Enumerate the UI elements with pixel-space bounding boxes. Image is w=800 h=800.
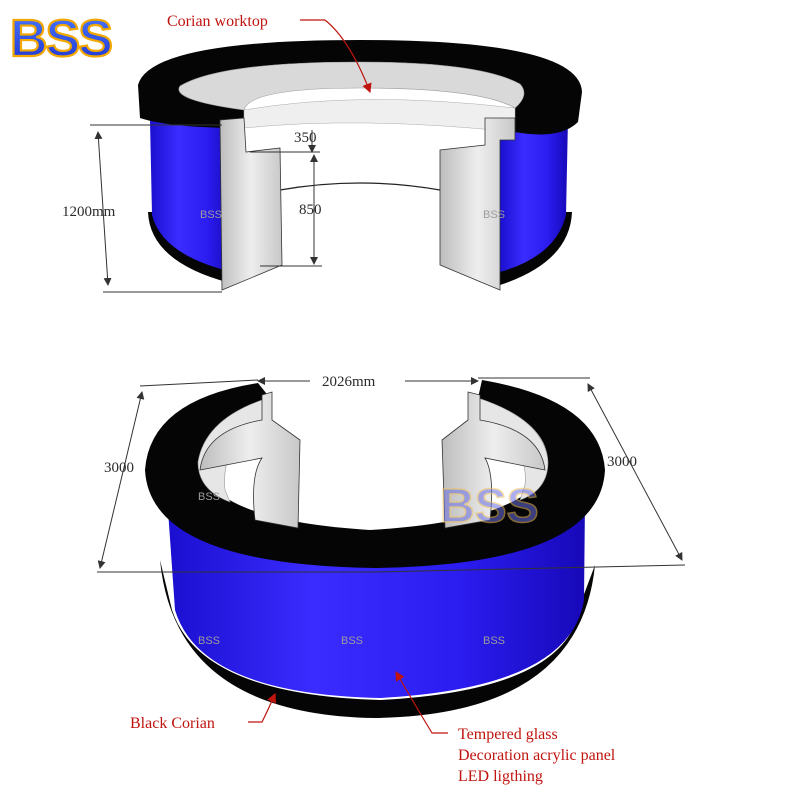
dim-line-1200	[94, 131, 112, 286]
watermark-text: BSS	[483, 209, 505, 221]
bss-logo: BSS	[9, 9, 114, 64]
dim-label-3000-left: 3000	[104, 460, 134, 476]
top-glass-panel-right	[500, 118, 568, 272]
watermark-text: BSS	[341, 635, 363, 647]
top-worktop-ring	[138, 40, 582, 135]
watermark-text: BSS	[200, 209, 222, 221]
bottom-dimensions	[97, 377, 686, 573]
dim-line-3000-left	[97, 391, 145, 569]
label-tempered-glass: Tempered glass	[458, 726, 558, 743]
label-led-lighting: LED ligthing	[458, 768, 543, 785]
dim-label-1200mm: 1200mm	[62, 204, 116, 220]
callout-arrow-panel	[395, 670, 448, 734]
label-corian-worktop: Corian worktop	[167, 13, 268, 30]
svg-text:BSS: BSS	[440, 480, 539, 533]
label-acrylic-panel: Decoration acrylic panel	[458, 747, 616, 764]
watermark-text: BSS	[483, 635, 505, 647]
bottom-end-cap-right	[441, 391, 546, 529]
top-inner-wall	[243, 99, 516, 133]
watermark-text: BSS	[198, 635, 220, 647]
dim-label-2026mm: 2026mm	[322, 374, 376, 390]
top-dimensions	[90, 124, 322, 293]
label-black-corian: Black Corian	[130, 715, 215, 732]
callout-arrow-base	[248, 692, 277, 723]
top-end-cap-left	[219, 117, 283, 291]
dim-label-850: 850	[299, 202, 322, 218]
dim-label-350: 350	[294, 130, 317, 146]
dim-label-3000-right: 3000	[607, 454, 637, 470]
top-glass-panel-left	[150, 120, 232, 272]
top-desk-view	[138, 40, 582, 291]
svg-text:BSS: BSS	[10, 10, 111, 64]
top-inner-opening	[279, 182, 441, 191]
bottom-desk-view	[145, 380, 605, 718]
callout-arrow-worktop	[324, 19, 372, 94]
watermark-logo: BSS	[439, 479, 539, 534]
bottom-end-cap-left	[199, 391, 301, 529]
dim-line-3000-right	[587, 383, 683, 561]
top-end-cap-right	[439, 117, 516, 291]
watermark-text: BSS	[198, 491, 220, 503]
